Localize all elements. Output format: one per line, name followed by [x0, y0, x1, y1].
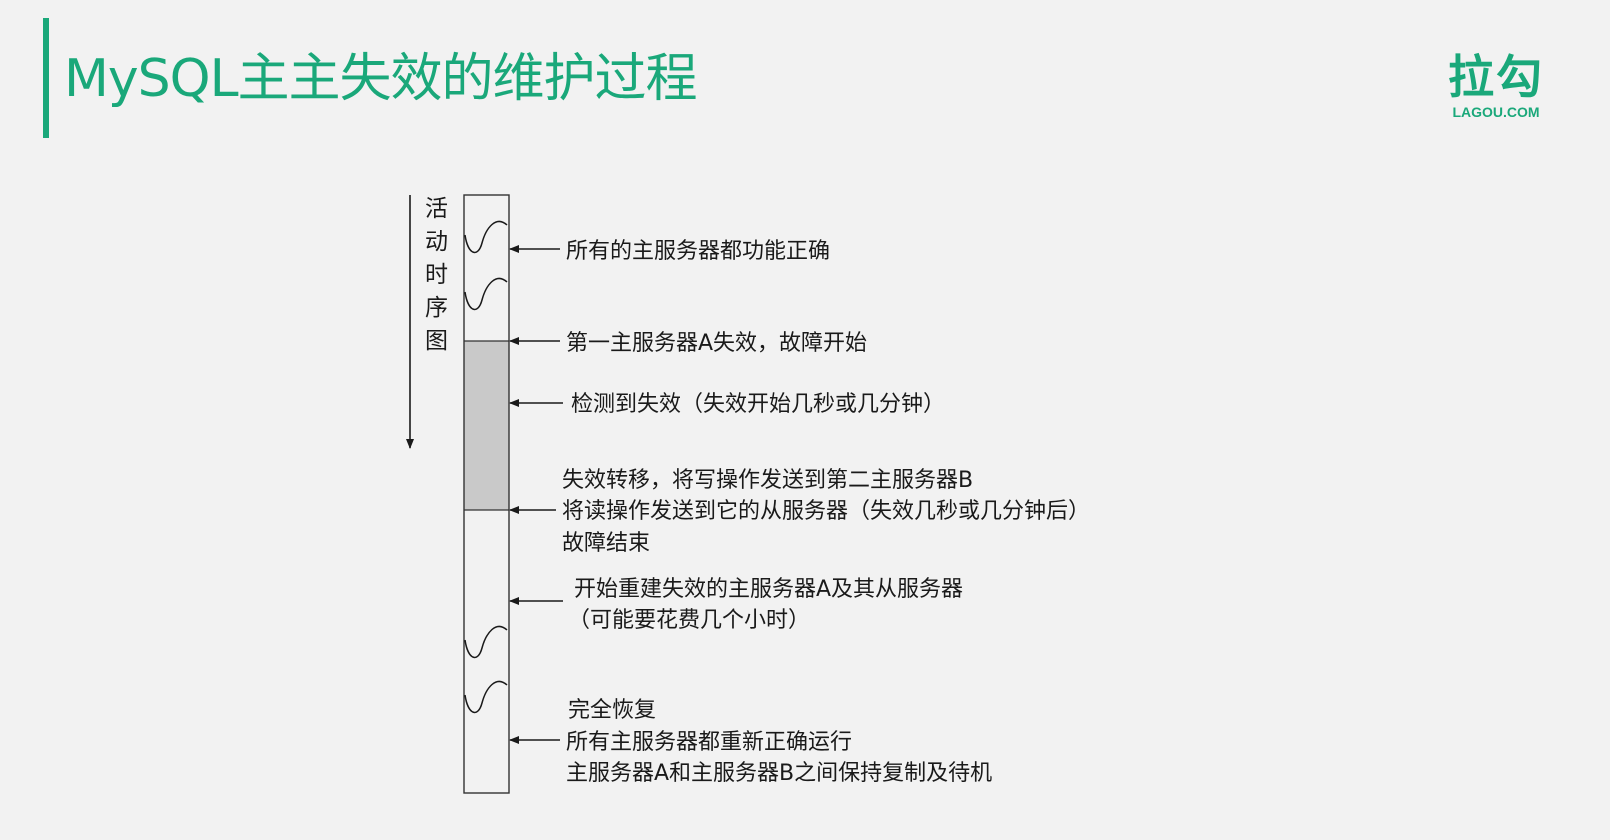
logo-english-text: LAGOU.COM [1452, 104, 1540, 120]
time-axis-label-text: 活动时序图 [425, 196, 448, 354]
event-label: 失效转移，将写操作发送到第二主服务器B [562, 468, 973, 493]
event-label: 完全恢复 [568, 698, 656, 723]
logo-chinese-text: 拉勾 [1448, 50, 1544, 104]
event-label: 将读操作发送到它的从服务器（失效几秒或几分钟后） [562, 499, 1090, 524]
failure-period-band [464, 341, 509, 510]
event-label: 检测到失效（失效开始几秒或几分钟） [571, 392, 945, 417]
event-label: 主服务器A和主服务器B之间保持复制及待机 [566, 761, 992, 786]
title-accent-bar [43, 18, 49, 138]
event-label: 开始重建失效的主服务器A及其从服务器 [574, 577, 963, 602]
time-axis-label: 活动时序图 [425, 196, 448, 354]
event-label: 所有的主服务器都功能正确 [566, 239, 830, 264]
event-label: （可能要花费几个小时） [568, 608, 810, 633]
wave-mark [464, 625, 508, 659]
timeline-bar [463, 194, 510, 794]
lagou-logo: 拉勾 LAGOU.COM [1448, 50, 1544, 120]
event-label: 故障结束 [562, 531, 650, 556]
page-title: MySQL主主失效的维护过程 [64, 49, 698, 109]
event-label: 所有主服务器都重新正确运行 [566, 730, 852, 755]
wave-mark [464, 680, 508, 714]
wave-mark [464, 277, 508, 311]
event-label: 第一主服务器A失效，故障开始 [566, 331, 867, 356]
wave-mark [464, 220, 508, 254]
